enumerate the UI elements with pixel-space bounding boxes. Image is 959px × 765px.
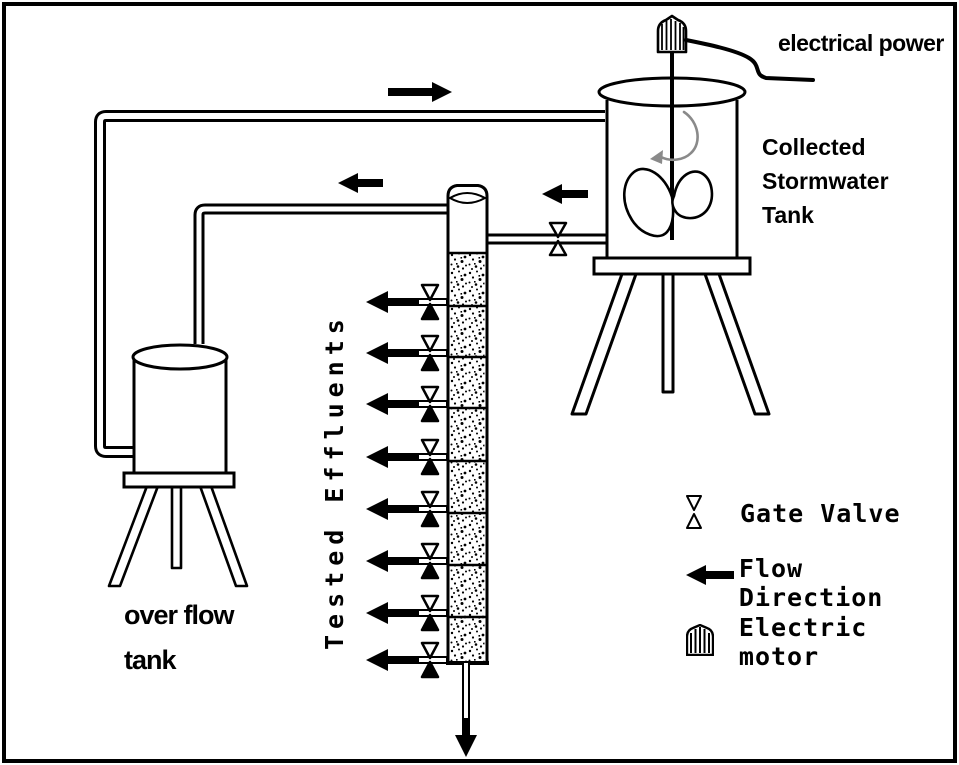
collected-stormwater-tank-label: Collected Stormwater Tank (762, 134, 889, 228)
tank-body-fill (134, 355, 226, 473)
legend-label: Gate Valve (740, 498, 901, 528)
tank-stand-legs (107, 484, 249, 588)
tank-stand-platform (592, 256, 752, 276)
gate-valve-icon[interactable] (420, 334, 440, 353)
effluent-flow-arrow-icon (366, 602, 419, 624)
effluent-valve-rows (366, 283, 487, 679)
gate-valve-icon[interactable] (420, 385, 440, 404)
pipe-column-to-overflow (193, 203, 449, 344)
gate-valve-icon[interactable] (420, 561, 440, 580)
gate-valve-icon[interactable] (420, 594, 440, 613)
collected-stormwater-tank (570, 14, 815, 416)
stirrer-propeller (623, 167, 714, 238)
legend-item-gate-valve: Gate Valve (686, 495, 901, 531)
effluent-flow-arrow-icon (366, 393, 419, 415)
effluent-flow-arrow-icon (366, 446, 419, 468)
overflow-tank-label: over flow tank (124, 600, 235, 675)
gate-valve-icon[interactable] (420, 302, 440, 321)
gate-valve-icon[interactable] (420, 438, 440, 457)
flow-direction-icon (686, 565, 734, 585)
gate-valve-icon[interactable] (420, 613, 440, 632)
effluent-flow-arrow-icon (366, 291, 419, 313)
electrical-power-label: electrical power (778, 30, 944, 56)
gate-valve-icon (686, 495, 702, 529)
legend-label: Flow Direction (738, 554, 884, 612)
effluent-flow-arrow-icon (366, 550, 419, 572)
tank-stand-legs (570, 272, 771, 416)
gate-valve-icon[interactable] (548, 221, 568, 257)
electric-motor-icon (656, 14, 688, 54)
gate-valve-icon[interactable] (420, 457, 440, 476)
power-wire (684, 38, 815, 82)
filter-column (446, 184, 489, 757)
flow-arrow-right-icon (388, 82, 452, 102)
tank-open-top (131, 343, 229, 371)
legend-item-flow-direction: Flow Direction (686, 554, 959, 612)
effluent-flow-arrow-icon (366, 498, 419, 520)
tank-walls (132, 359, 228, 473)
gate-valve-icon[interactable] (420, 353, 440, 372)
tank-walls (605, 100, 739, 258)
gate-valve-icon[interactable] (420, 641, 440, 660)
flow-arrow-left-icon (338, 173, 383, 193)
pipe-overflow-to-tank (94, 110, 605, 458)
gate-valve-icon[interactable] (420, 660, 440, 679)
rotation-arrow-icon (650, 110, 699, 164)
column-cap-lens (448, 192, 488, 204)
column-media-fill (450, 253, 485, 661)
flow-arrow-left-icon (542, 184, 588, 204)
gate-valve-icon[interactable] (420, 283, 440, 302)
gate-valve-icon[interactable] (420, 509, 440, 528)
legend-label: Electric motor (738, 613, 868, 671)
tested-effluents-label: Tested Effluents (320, 313, 349, 650)
gate-valve-icon[interactable] (420, 404, 440, 423)
drain-flow-arrow-icon (455, 718, 477, 757)
tank-stand-platform (122, 471, 236, 489)
legend-item-electric-motor: Electric motor (686, 613, 959, 671)
gate-valve-icon[interactable] (420, 542, 440, 561)
effluent-flow-arrow-icon (366, 342, 419, 364)
electric-motor-icon (686, 624, 714, 656)
gate-valve-icon[interactable] (420, 490, 440, 509)
effluent-flow-arrow-icon (366, 649, 419, 671)
overflow-tank (107, 343, 249, 588)
